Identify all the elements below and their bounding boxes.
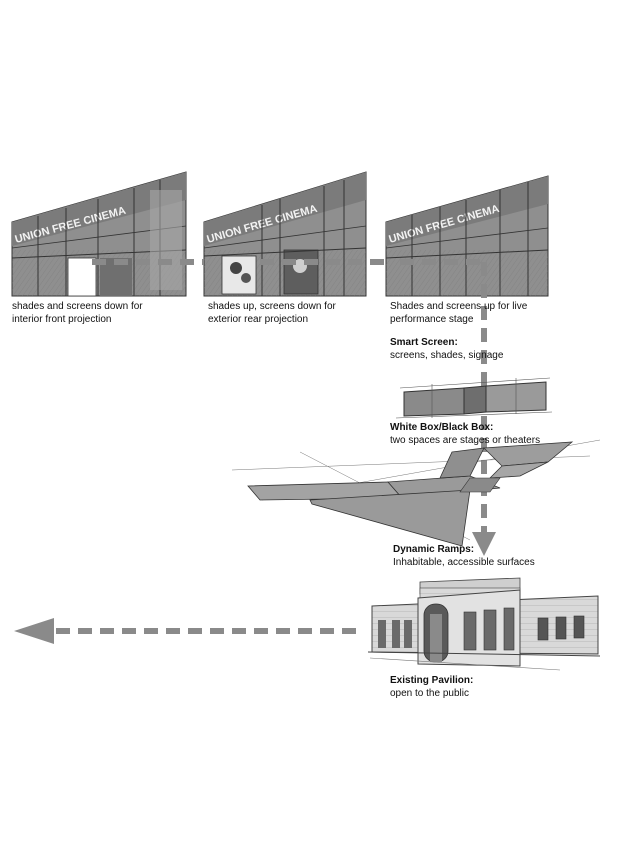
existing-pavilion [367,577,601,671]
caption-front-projection: shades and screens down for interior fro… [12,300,143,326]
label-subtitle: screens, shades, signage [390,350,504,361]
opening [67,257,97,297]
label-existing-pavilion: Existing Pavilion: open to the public [390,674,473,700]
white-box-black-box [395,377,553,419]
label-dynamic-ramps: Dynamic Ramps: Inhabitable, accessible s… [393,543,535,569]
label-subtitle: Inhabitable, accessible surfaces [393,557,535,568]
marquee-band [386,176,548,246]
caption-line: exterior rear projection [208,314,309,325]
screen-image [221,255,257,295]
dynamic-ramps [231,439,601,547]
caption-line: performance stage [390,314,474,325]
facade-front-projection: UNION FREE CINEMA [11,171,187,297]
label-title: Smart Screen: [390,337,458,348]
caption-line: Shades and screens up for live [390,301,528,312]
label-title: Existing Pavilion: [390,675,474,686]
marquee-band [12,172,186,246]
caption-live-stage: Shades and screens up for live performan… [390,300,527,326]
caption-rear-projection: shades up, screens down for exterior rea… [208,300,336,326]
marquee-band [204,172,366,246]
label-white-box-black-box: White Box/Black Box: two spaces are stag… [390,421,540,447]
facade-rear-projection: UNION FREE CINEMA [203,171,367,297]
label-smart-screen: Smart Screen: screens, shades, signage [390,336,503,362]
facade-live-stage: UNION FREE CINEMA [385,175,549,297]
caption-line: shades up, screens down for [208,301,336,312]
label-title: Dynamic Ramps: [393,544,475,555]
caption-line: shades and screens down for [12,301,143,312]
label-subtitle: two spaces are stages or theaters [390,435,541,446]
caption-line: interior front projection [12,314,112,325]
label-title: White Box/Black Box: [390,422,494,433]
arrow-head-left [14,618,54,644]
outflow-arrow [14,618,356,644]
label-subtitle: open to the public [390,688,469,699]
